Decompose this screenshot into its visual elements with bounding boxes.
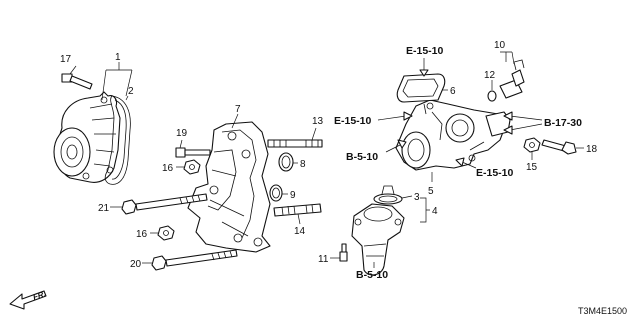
o-ring-9[interactable] [269, 184, 283, 202]
thermostat[interactable] [373, 185, 403, 205]
callout-7: 7 [235, 104, 241, 115]
callout-4: 4 [432, 206, 438, 217]
callout-14: 14 [294, 226, 306, 237]
nut-15[interactable] [523, 137, 541, 153]
callout-6: 6 [450, 86, 456, 97]
callout-13: 13 [312, 116, 324, 127]
nut-16-lower[interactable] [157, 225, 175, 241]
front-direction-arrow: FR. [9, 289, 47, 310]
callout-9: 9 [290, 190, 296, 201]
ref-b-17-30[interactable]: B-17-30 [544, 117, 582, 129]
callout-1: 1 [115, 52, 121, 63]
stud-bolt-13[interactable] [267, 139, 323, 148]
water-outlet-passage[interactable] [395, 99, 511, 171]
o-ring-12[interactable] [487, 90, 497, 102]
ref-b-5-10-left[interactable]: B-5-10 [346, 151, 378, 163]
bolt-18[interactable] [541, 139, 577, 155]
stud-bolt-14[interactable] [273, 203, 322, 217]
front-direction-label: FR. [32, 289, 47, 302]
bolt-11[interactable] [339, 243, 348, 262]
callout-5: 5 [428, 186, 434, 197]
callout-15: 15 [526, 162, 538, 173]
gasket-6[interactable] [396, 73, 446, 103]
callout-16-lower: 16 [136, 229, 148, 240]
callout-17: 17 [60, 54, 72, 65]
ref-b-5-10-bottom[interactable]: B-5-10 [356, 269, 388, 281]
ref-e-15-10-left[interactable]: E-15-10 [334, 115, 372, 127]
bolt-17[interactable] [61, 73, 93, 90]
callout-3: 3 [414, 192, 420, 203]
o-ring-8[interactable] [278, 152, 294, 172]
bolt-19[interactable] [175, 147, 211, 158]
bolt-21[interactable] [121, 193, 208, 215]
callout-12: 12 [484, 70, 496, 81]
callout-19: 19 [176, 128, 188, 139]
callout-10: 10 [494, 40, 506, 51]
bolt-20[interactable] [151, 249, 238, 271]
thermostat-housing[interactable] [351, 203, 405, 276]
ref-e-15-10-right[interactable]: E-15-10 [476, 167, 514, 179]
water-pump[interactable] [53, 91, 121, 183]
callout-2: 2 [128, 86, 134, 97]
callout-8: 8 [300, 159, 306, 170]
callout-16-upper: 16 [162, 163, 174, 174]
callout-11: 11 [318, 254, 329, 265]
callout-21: 21 [98, 203, 110, 214]
nut-16-upper[interactable] [183, 159, 201, 175]
diagram-code: T3M4E1500 [578, 306, 627, 316]
ref-e-15-10-top[interactable]: E-15-10 [406, 45, 444, 57]
callout-20: 20 [130, 259, 142, 270]
water-pump-gasket[interactable] [104, 95, 131, 185]
temperature-sensor[interactable] [499, 59, 525, 99]
callout-18: 18 [586, 144, 598, 155]
water-passage-bracket[interactable] [187, 121, 271, 253]
